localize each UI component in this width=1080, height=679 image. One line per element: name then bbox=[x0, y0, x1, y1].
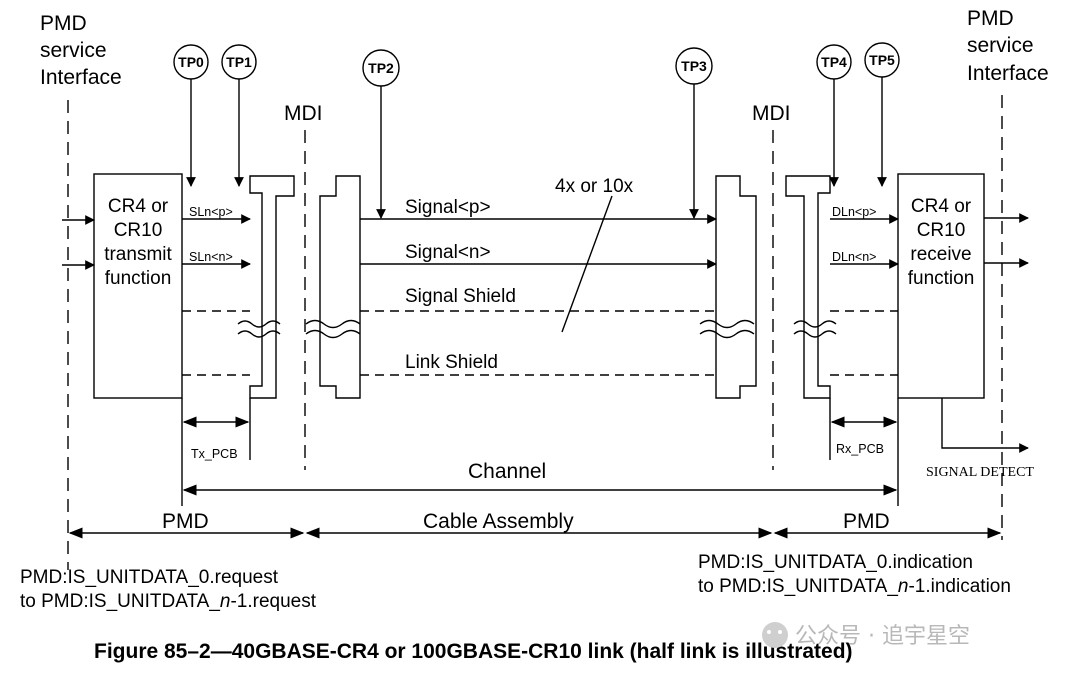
svg-text:TP1: TP1 bbox=[226, 54, 252, 70]
rx-function-block bbox=[897, 173, 985, 399]
break-mark-right bbox=[793, 320, 837, 338]
svg-text:TP4: TP4 bbox=[821, 54, 847, 70]
indication-primitive-label: PMD:IS_UNITDATA_0.indication to PMD:IS_U… bbox=[698, 552, 1011, 597]
rx-function-label: CR4 or CR10 receive function bbox=[908, 196, 975, 289]
request-primitive-label: PMD:IS_UNITDATA_0.request to PMD:IS_UNIT… bbox=[20, 567, 317, 612]
tp3-marker: TP3 bbox=[675, 47, 713, 219]
tp4-marker: TP4 bbox=[816, 44, 852, 187]
lane-count-label: 4x or 10x bbox=[555, 176, 634, 197]
svg-text:PMD: PMD bbox=[40, 12, 87, 35]
mdi-label-right: MDI bbox=[752, 102, 791, 125]
tp5-marker: TP5 bbox=[864, 42, 900, 187]
channel-label: Channel bbox=[468, 460, 546, 483]
svg-text:CR4 or: CR4 or bbox=[108, 196, 169, 217]
signal-detect-label: SIGNAL DETECT bbox=[926, 465, 1034, 480]
pmd-service-interface-right: PMD service Interface bbox=[967, 7, 1049, 85]
svg-text:CR10: CR10 bbox=[917, 220, 966, 241]
tx-function-block bbox=[93, 173, 183, 399]
svg-text:CR4 or: CR4 or bbox=[911, 196, 972, 217]
pmd-service-interface-left: PMD service Interface bbox=[40, 12, 122, 89]
svg-text:PMD:IS_UNITDATA_0.request: PMD:IS_UNITDATA_0.request bbox=[20, 567, 279, 588]
signal-p-label: Signal<p> bbox=[405, 197, 491, 218]
dln-n-label: DLn<n> bbox=[832, 250, 876, 264]
break-mark-cable-left bbox=[305, 319, 361, 339]
break-mark-left bbox=[237, 320, 281, 338]
svg-text:CR10: CR10 bbox=[114, 220, 163, 241]
svg-text:function: function bbox=[908, 268, 975, 289]
tp0-marker: TP0 bbox=[173, 44, 209, 187]
svg-text:service: service bbox=[40, 39, 107, 62]
svg-text:Interface: Interface bbox=[40, 66, 122, 89]
svg-text:Interface: Interface bbox=[967, 62, 1049, 85]
svg-text:service: service bbox=[967, 34, 1034, 57]
tp2-marker: TP2 bbox=[362, 49, 400, 219]
svg-text:公众号 · 追宇星空: 公众号 · 追宇星空 bbox=[795, 624, 970, 649]
pmd-right-label: PMD bbox=[843, 510, 890, 533]
svg-text:function: function bbox=[105, 268, 172, 289]
rx-pcb-label: Rx_PCB bbox=[836, 442, 884, 456]
sln-p-label: SLn<p> bbox=[189, 205, 233, 219]
tx-pcb-label: Tx_PCB bbox=[191, 447, 238, 461]
svg-text:receive: receive bbox=[910, 244, 971, 265]
cable-assembly-label: Cable Assembly bbox=[423, 510, 574, 533]
svg-text:PMD:IS_UNITDATA_0.indication: PMD:IS_UNITDATA_0.indication bbox=[698, 552, 973, 573]
connector-tx-board bbox=[249, 175, 295, 399]
break-mark-cable-right bbox=[699, 319, 755, 339]
link-shield-label: Link Shield bbox=[405, 352, 498, 373]
pmd-left-label: PMD bbox=[162, 510, 209, 533]
svg-text:transmit: transmit bbox=[104, 244, 172, 265]
svg-text:TP3: TP3 bbox=[681, 58, 707, 74]
tx-function-label: CR4 or CR10 transmit function bbox=[104, 196, 172, 289]
watermark: 公众号 · 追宇星空 bbox=[762, 622, 970, 649]
tp1-marker: TP1 bbox=[221, 44, 257, 187]
connector-cable-left bbox=[319, 175, 361, 399]
svg-text:to PMD:IS_UNITDATA_n-1.indicat: to PMD:IS_UNITDATA_n-1.indication bbox=[698, 576, 1011, 597]
dln-p-label: DLn<p> bbox=[832, 205, 876, 219]
signal-shield-label: Signal Shield bbox=[405, 286, 516, 307]
sln-n-label: SLn<n> bbox=[189, 250, 233, 264]
svg-text:to PMD:IS_UNITDATA_n-1.request: to PMD:IS_UNITDATA_n-1.request bbox=[20, 591, 317, 612]
mdi-label-left: MDI bbox=[284, 102, 323, 125]
svg-text:TP2: TP2 bbox=[368, 60, 394, 76]
svg-text:TP0: TP0 bbox=[178, 54, 204, 70]
lane-count-slash bbox=[561, 195, 613, 333]
svg-text:TP5: TP5 bbox=[869, 52, 895, 68]
figure-caption: Figure 85–2—40GBASE-CR4 or 100GBASE-CR10… bbox=[94, 640, 853, 663]
svg-text:PMD: PMD bbox=[967, 7, 1014, 30]
signal-detect-arrow bbox=[941, 398, 1029, 453]
signal-n-label: Signal<n> bbox=[405, 242, 491, 263]
connector-cable-right bbox=[715, 175, 757, 399]
connector-rx-board bbox=[785, 175, 831, 399]
